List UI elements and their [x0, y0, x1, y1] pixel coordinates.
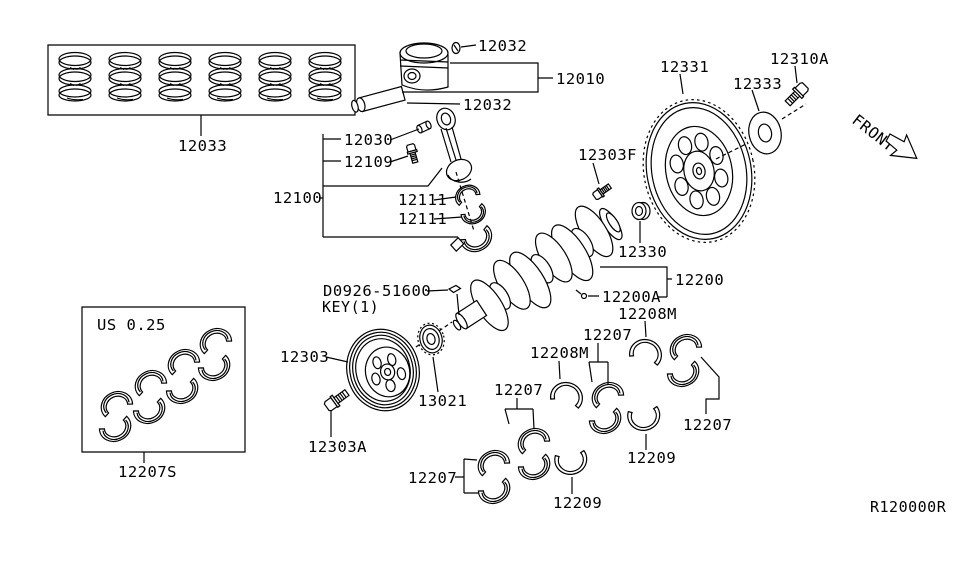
rod-bearing-lower-icon [459, 202, 490, 229]
sprocket-icon [414, 320, 447, 358]
label-crank-sprocket: 13021 [418, 392, 467, 410]
thrust-washer-icon [548, 377, 587, 410]
main-bearing-shell-icon [476, 477, 516, 510]
label-piston-snap-ring: 12032 [478, 37, 527, 55]
us-box-frame [82, 307, 245, 452]
front-direction: FRONT [849, 111, 925, 169]
label-main-bearing-d: 12207 [683, 416, 732, 434]
crankshaft-assembly: 12200 12200A 12303F D0926-51600 KEY(1) [322, 146, 724, 355]
main-bearing-shell-icon [516, 453, 556, 486]
label-piston-ring-set: 12033 [178, 137, 227, 155]
snap-ring-icon [452, 43, 460, 54]
label-crankshaft-dowel: 12200A [602, 288, 661, 306]
undersize-bearing-box: US 0.25 12207S [82, 307, 245, 481]
label-woodruff-key-qty: KEY(1) [322, 298, 379, 316]
ring-set-icon [258, 51, 292, 102]
ring-set-icon [108, 51, 142, 102]
piston-icon [400, 43, 448, 90]
label-pulley-bolt: 12303A [308, 438, 367, 456]
pilot-bushing-icon [632, 203, 650, 220]
main-bearing-shell-icon [587, 407, 627, 440]
label-thrust-bearing-a: 12209 [553, 494, 602, 512]
label-main-bearing-b: 12207 [494, 381, 543, 399]
label-flywheel-bolt: 12310A [770, 50, 829, 68]
main-bearing-shell-icon [665, 360, 705, 393]
label-main-bearing-c: 12207 [583, 326, 632, 344]
front-label: FRONT [849, 111, 899, 155]
label-flywheel: 12331 [660, 58, 709, 76]
ring-set-icon [58, 51, 92, 102]
main-bearing-shell-icon [512, 422, 552, 455]
thrust-bearing-icon [626, 405, 663, 434]
bearing-shell-icon [131, 397, 171, 430]
rod-bearing-upper-icon [451, 180, 482, 207]
woodruff-key-icon [449, 286, 461, 293]
label-drive-plate: 12333 [733, 75, 782, 93]
crankshaft-dowel-icon [582, 294, 587, 299]
label-crank-pulley: 12303 [280, 348, 329, 366]
main-bearing-shell-icon [586, 376, 626, 409]
rod-cap-icon [449, 224, 498, 258]
drive-plate-icon [745, 109, 785, 157]
bearing-shell-icon [95, 385, 135, 418]
crank-pulley-icon [338, 322, 428, 419]
ring-set-icon [308, 51, 342, 102]
label-main-bearing-a: 12207 [408, 469, 457, 487]
label-rod-bearing-lower: 12111 [398, 210, 447, 228]
label-main-bearing-set-us: 12207S [118, 463, 177, 481]
connecting-rod-icon [434, 106, 475, 185]
label-woodruff-key-part: D0926-51600 [323, 282, 431, 300]
bearing-shell-icon [129, 364, 169, 397]
main-bearings: 12207 12207 12207 12207 12208M 12208M 12… [408, 305, 732, 512]
bearing-shell-icon [162, 343, 202, 376]
label-thrust-washer-a: 12208M [530, 344, 589, 362]
connecting-rod-assembly: 12030 12109 12100 12111 12111 [273, 106, 498, 258]
bearing-shell-icon [194, 322, 234, 355]
bearing-shell-icon [164, 377, 204, 410]
ring-set-icon [158, 51, 192, 102]
label-piston-assembly: 12010 [556, 70, 605, 88]
ring-set-icon [208, 51, 242, 102]
crankshaft-icon [437, 193, 636, 355]
label-rod-bushing: 12030 [344, 131, 393, 149]
main-bearing-shell-icon [664, 328, 704, 361]
pulley-bolt-icon [322, 386, 352, 414]
main-bearing-shell-icon [472, 444, 512, 477]
crank-front-bolt-icon [591, 181, 614, 202]
label-connecting-rod: 12100 [273, 189, 322, 207]
label-rod-bearing-upper: 12111 [398, 191, 447, 209]
label-crank-front-bolt: 12303F [578, 146, 637, 164]
piston-pin-icon [350, 87, 405, 114]
label-thrust-bearing-b: 12209 [627, 449, 676, 467]
piston-ring-set-box: 12033 [48, 45, 355, 155]
label-thrust-washer-b: 12208M [618, 305, 677, 323]
flywheel-bolt-icon [782, 80, 811, 109]
rod-bolt-icon [405, 142, 421, 165]
diagram-ref-code: R120000R [870, 498, 947, 516]
flywheel-icon [630, 89, 768, 253]
label-rod-bolt: 12109 [344, 153, 393, 171]
label-piston-pin: 12032 [463, 96, 512, 114]
bearing-shell-icon [196, 354, 236, 387]
label-crankshaft: 12200 [675, 271, 724, 289]
piston-assembly: 12032 12010 12032 [350, 37, 605, 114]
front-arrow-icon [880, 127, 924, 169]
label-pilot-bushing: 12330 [618, 243, 667, 261]
thrust-bearing-icon [553, 449, 590, 478]
flywheel-assembly: 12331 12330 12333 12310A [618, 50, 829, 261]
rod-bushing-icon [416, 120, 432, 133]
bearing-shell-icon [97, 415, 137, 448]
thrust-washer-icon [627, 334, 666, 367]
pulley-assembly: 12303 13021 12303A [280, 320, 467, 456]
label-undersize-note: US 0.25 [97, 316, 166, 334]
